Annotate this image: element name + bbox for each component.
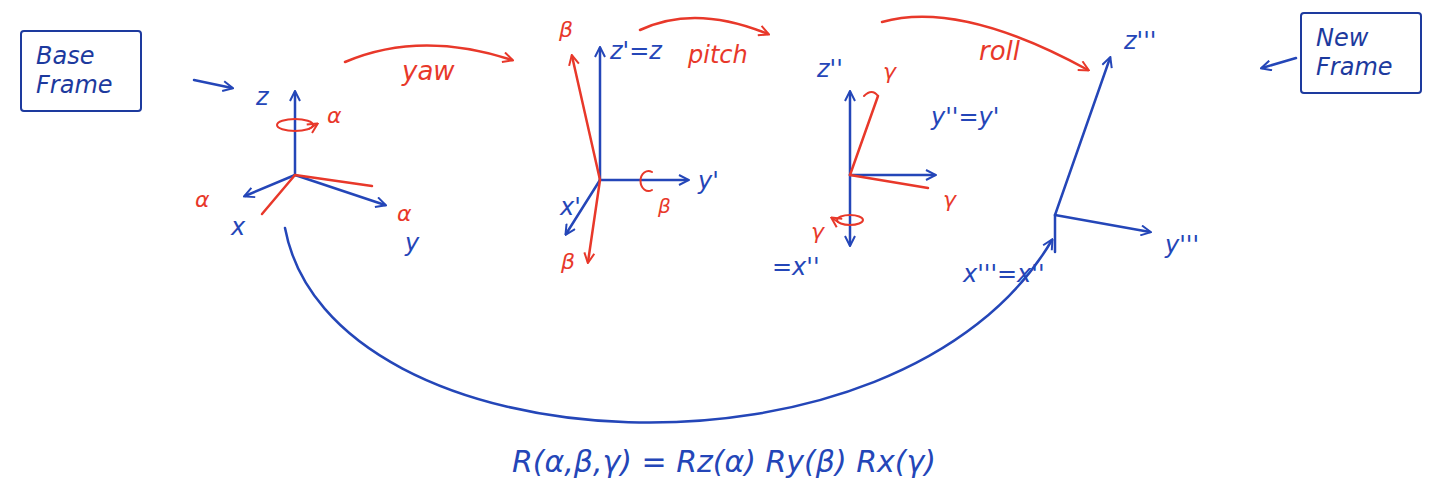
pointer-arrow [1262,58,1296,68]
axis-label: β [561,249,575,274]
box-label: Base Frame [36,42,126,100]
axis-label: y [405,230,419,258]
axis-label: x [231,214,245,242]
axis-label: roll [979,37,1020,67]
axis-label: β [658,195,671,218]
axis-label: pitch [688,42,748,70]
pointer-arrow [194,80,232,88]
axis-label: x'''=x'' [963,261,1045,289]
frame-label-box: New Frame [1300,12,1422,94]
axis-label: y''=y' [931,104,999,132]
axis-label: x' [560,194,581,222]
roll-arrow [882,17,1088,70]
pitch-arrow [640,18,768,34]
frame-label-box: Base Frame [20,30,142,112]
frame-2-axes [566,48,688,262]
axis-label: y''' [1165,232,1199,260]
axis-label: α [195,187,210,212]
axis-label: z''' [1124,28,1156,56]
box-label: New Frame [1316,24,1406,82]
axis-label: α [327,103,342,128]
rotation-equation: R(α,β,γ) = Rz(α) Ry(β) Rx(γ) [512,445,936,480]
axis-label: yaw [402,57,455,87]
axis-label: β [559,17,573,42]
axis-label: z [256,84,269,112]
axis-label: α [397,201,412,226]
composition-curve [285,228,1052,423]
axis-label: =x'' [772,254,820,282]
axis-label: γ [883,59,896,84]
frame-3-axes [832,92,935,245]
new-frame-axes [1055,58,1150,252]
axis-label: y' [698,168,719,196]
axis-label: z'=z [610,38,662,66]
axis-label: z'' [817,56,843,84]
axis-label: γ [811,219,824,244]
axis-label: γ [943,187,956,212]
